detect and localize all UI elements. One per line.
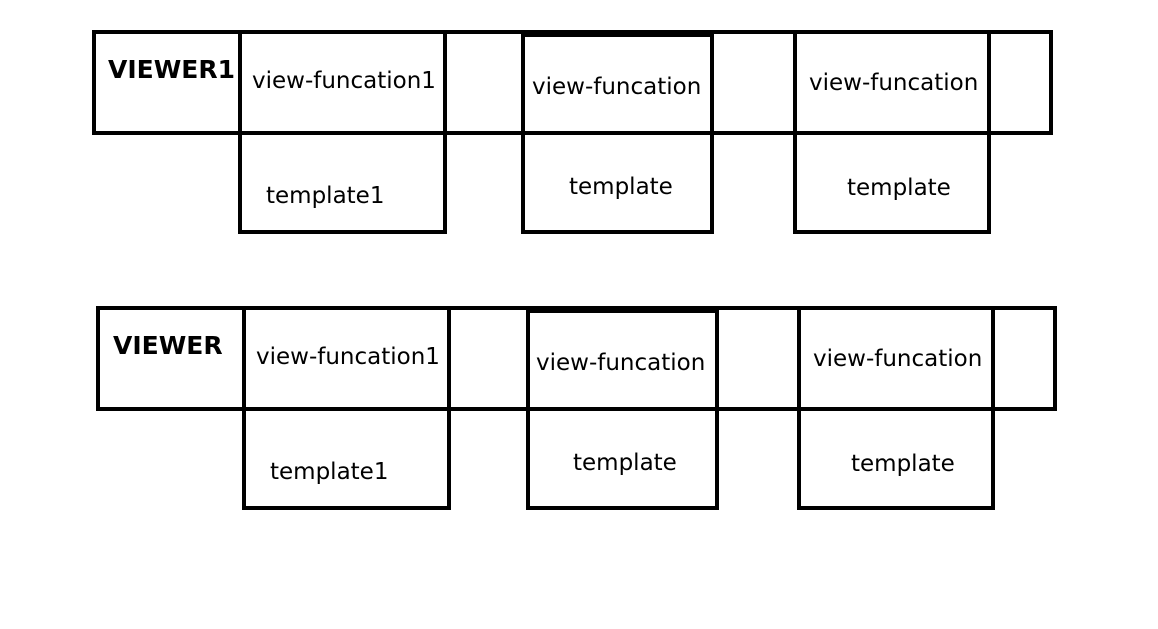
template-box-2	[526, 407, 719, 510]
view-function-label-2: view-funcation	[532, 74, 702, 100]
template-label-2: template	[569, 174, 673, 200]
template-label-3: template	[851, 451, 955, 477]
template-box-1	[242, 407, 451, 510]
view-function-label-2: view-funcation	[536, 350, 706, 376]
template-box-3	[797, 407, 995, 510]
view-function-label-3: view-funcation	[809, 70, 979, 96]
template-box-1	[238, 131, 447, 234]
viewer-title: VIEWER1	[108, 55, 236, 84]
template-box-2	[521, 131, 714, 234]
template-label-1: template1	[270, 459, 389, 485]
view-function-label-1: view-funcation1	[256, 344, 440, 370]
template-box-3	[793, 131, 991, 234]
template-label-3: template	[847, 175, 951, 201]
view-function-label-1: view-funcation1	[252, 68, 436, 94]
template-label-2: template	[573, 450, 677, 476]
template-label-1: template1	[266, 183, 385, 209]
viewer-title: VIEWER	[113, 331, 223, 360]
view-function-label-3: view-funcation	[813, 346, 983, 372]
